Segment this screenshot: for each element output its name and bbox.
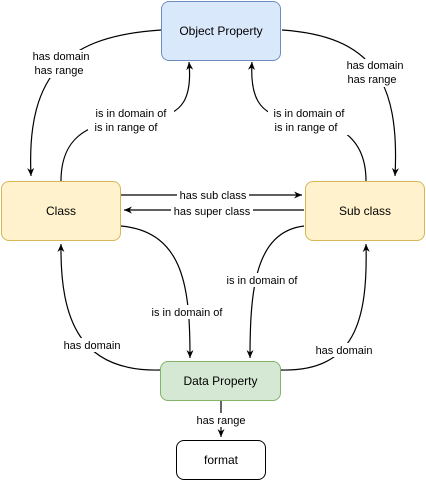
label-sub-to-op-1: is in domain of — [274, 108, 346, 120]
node-data-property[interactable]: Data Property — [160, 361, 281, 401]
edge-class-to-dp — [120, 225, 194, 359]
label-op-to-sub-1: has domain — [347, 60, 404, 72]
label-sub-to-op-2: is in range of — [275, 122, 339, 134]
edge-sub-to-dp — [246, 225, 305, 359]
node-class[interactable]: Class — [1, 181, 121, 241]
node-sub-class[interactable]: Sub class — [305, 181, 425, 241]
label-dp-to-sub: has domain — [316, 345, 373, 357]
node-object-property[interactable]: Object Property — [161, 1, 281, 61]
label-has-super-class: has super class — [174, 206, 251, 218]
edge-op-to-sub — [281, 29, 399, 177]
label-has-sub-class: has sub class — [180, 190, 247, 202]
label-class-to-op-1: is in domain of — [96, 108, 168, 120]
label-class-to-op-2: is in range of — [95, 122, 159, 134]
label-dp-to-class: has domain — [64, 340, 121, 352]
edge-dp-to-class — [57, 243, 161, 371]
label-op-to-class-2: has range — [35, 65, 84, 77]
node-format[interactable]: format — [176, 440, 266, 480]
label-op-to-class-1: has domain — [33, 51, 90, 63]
label-sub-to-dp: is in domain of — [227, 275, 299, 287]
label-op-to-sub-2: has range — [348, 74, 397, 86]
label-class-to-dp: is in domain of — [152, 307, 224, 319]
edge-dp-to-sub — [280, 243, 370, 371]
label-dp-to-format: has range — [197, 415, 246, 427]
